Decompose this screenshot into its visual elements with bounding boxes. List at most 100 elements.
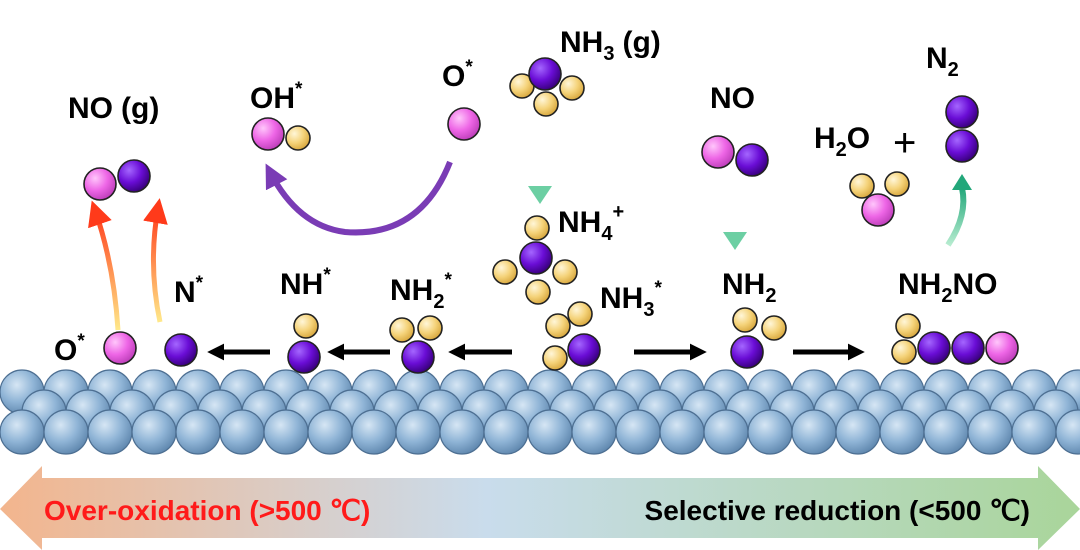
surface-atom	[1055, 409, 1080, 455]
label-no-gas: NO(g)	[68, 92, 159, 125]
catalyst-surface	[0, 369, 1080, 455]
surface-atom	[131, 409, 177, 455]
hydrogen-atom	[542, 345, 568, 371]
oxygen-atom	[83, 167, 117, 201]
oxygen-atom	[251, 117, 285, 151]
nitrogen-atom	[917, 331, 951, 365]
hydrogen-atom	[285, 125, 311, 151]
hydrogen-atom	[545, 313, 571, 339]
surface-atom	[791, 409, 837, 455]
surface-atom	[967, 409, 1013, 455]
surface-atom	[263, 409, 309, 455]
no-molecule	[701, 135, 769, 177]
surface-atom	[219, 409, 265, 455]
surface-atom	[87, 409, 133, 455]
hydrogen-atom	[389, 317, 415, 343]
hydrogen-atom	[524, 215, 550, 241]
nh2no-molecule	[891, 313, 1019, 365]
hydrogen-atom	[552, 259, 578, 285]
hydrogen-atom	[559, 75, 585, 101]
label-nh2no: NH2NO	[898, 268, 997, 307]
hydrogen-atom	[525, 279, 551, 305]
label-n2: N2	[926, 42, 959, 81]
nitrogen-atom	[567, 333, 601, 367]
no-gas-molecule	[83, 159, 151, 201]
label-plus: +	[893, 121, 916, 165]
hydrogen-atom	[884, 171, 910, 197]
label-nh-star: NH*	[280, 265, 331, 301]
hydrogen-atom	[492, 259, 518, 285]
surface-atom	[0, 409, 45, 455]
label-oh-star: OH*	[250, 79, 303, 115]
surface-atom	[571, 409, 617, 455]
nitrogen-atom	[164, 333, 198, 367]
n2-molecule	[945, 95, 979, 163]
double-headed-arrow	[0, 466, 1080, 550]
over-oxidation-label: Over-oxidation (>500 ℃)	[44, 495, 370, 526]
surface-atom	[43, 409, 89, 455]
nitrogen-atom	[735, 143, 769, 177]
nitrogen-atom	[945, 95, 979, 129]
selective-reduction-label: Selective reduction (<500 ℃)	[645, 495, 1030, 526]
surface-atom	[439, 409, 485, 455]
hydrogen-atom	[732, 307, 758, 333]
label-o-star-surface: O*	[54, 331, 85, 367]
surface-atom	[483, 409, 529, 455]
oxygen-atom	[985, 331, 1019, 365]
oxidation-arrow-left	[88, 200, 121, 331]
hydrogen-atom	[417, 315, 443, 341]
nitrogen-atom	[401, 340, 435, 374]
oxygen-atom	[447, 107, 481, 141]
oxygen-atom	[701, 135, 735, 169]
label-n-star: N*	[174, 273, 204, 309]
h2o-molecule	[849, 171, 910, 227]
nh4-plus-molecule	[492, 215, 578, 305]
surface-atom	[175, 409, 221, 455]
nitrogen-atom	[528, 57, 562, 91]
nitrogen-atom	[519, 241, 553, 275]
label-nh3-gas: NH3(g)	[560, 26, 661, 65]
surface-atom	[747, 409, 793, 455]
nh3-gas-molecule	[509, 57, 585, 117]
nh3-to-nh4-arrowhead	[528, 186, 552, 204]
temperature-banner: Over-oxidation (>500 ℃) Selective reduct…	[0, 466, 1080, 550]
oxygen-atom	[103, 331, 137, 365]
species-labels: NO(g) OH* O* NH3(g) NH4+ NO H2O + N2 N* …	[54, 26, 997, 367]
surface-atom	[835, 409, 881, 455]
surface-atom	[923, 409, 969, 455]
hydrogen-atom	[567, 301, 593, 327]
hydrogen-atom	[293, 313, 319, 339]
surface-atom	[615, 409, 661, 455]
label-h2o: H2O	[814, 122, 870, 161]
surface-atom	[879, 409, 925, 455]
nitrogen-atom	[117, 159, 151, 193]
nitrogen-atom	[287, 340, 321, 374]
label-no: NO	[710, 82, 755, 115]
nh2-star-molecule	[389, 315, 443, 374]
oxidation-arrow-right	[143, 198, 168, 323]
label-nh2-star: NH2*	[390, 270, 452, 313]
hydrogen-atom	[533, 91, 559, 117]
surface-atom	[351, 409, 397, 455]
oxygen-atom	[861, 193, 895, 227]
label-o-star-top: O*	[442, 57, 473, 93]
molecules	[83, 57, 1019, 374]
surface-atom	[659, 409, 705, 455]
nh2no-to-n2-arrowhead	[952, 174, 972, 190]
label-nh3-star: NH3*	[600, 278, 662, 321]
nitrogen-atom	[951, 331, 985, 365]
hydrogen-atom	[895, 313, 921, 339]
hydrogen-atom	[761, 315, 787, 341]
n-star-atom	[164, 333, 198, 367]
nh2no-to-n2-arrow	[945, 187, 967, 247]
o-to-oh-arrow	[265, 160, 453, 236]
label-nh4-plus: NH4+	[558, 201, 624, 245]
label-nh2: NH2	[722, 268, 776, 307]
nitrogen-atom	[945, 129, 979, 163]
o-star-top-atom	[447, 107, 481, 141]
surface-atom	[703, 409, 749, 455]
nh3-star-molecule	[542, 301, 601, 371]
nh-star-molecule	[287, 313, 321, 374]
hydrogen-atom	[849, 173, 875, 199]
